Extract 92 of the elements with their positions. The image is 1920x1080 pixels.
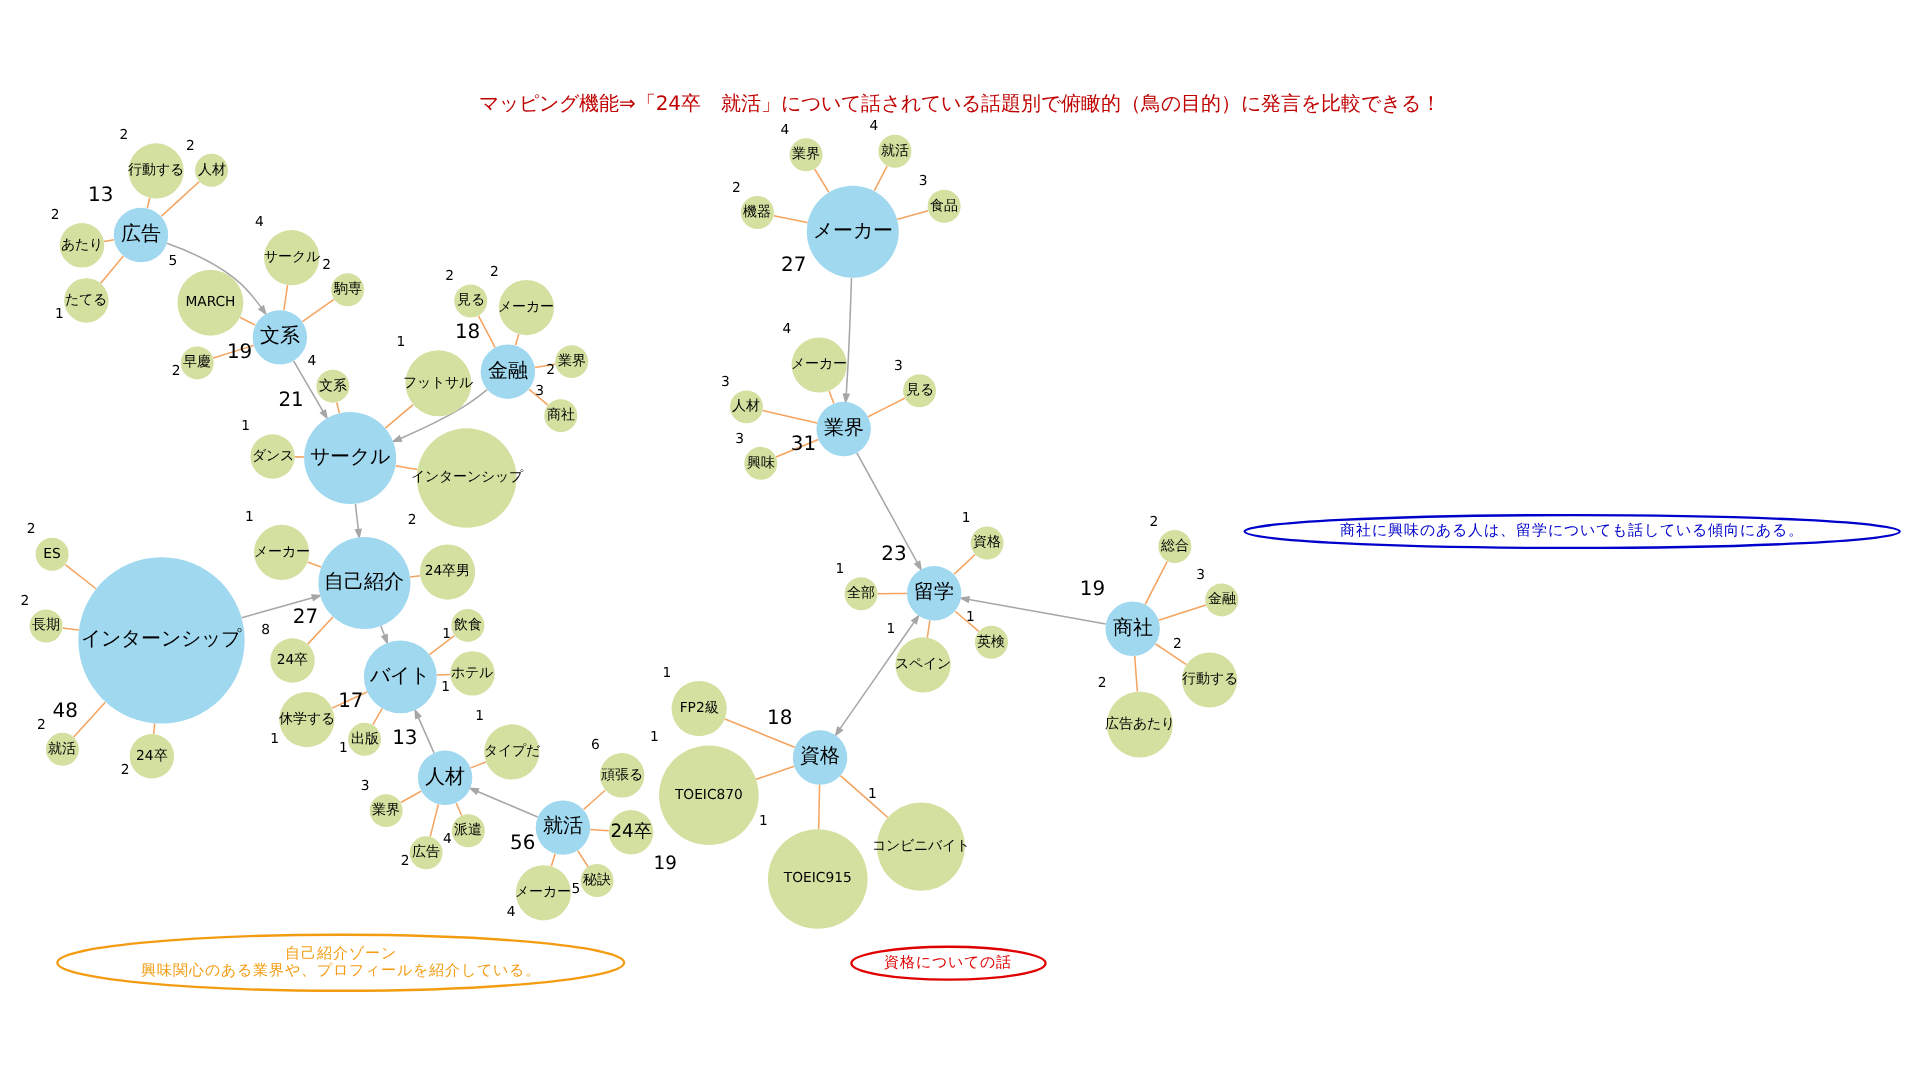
connector bbox=[103, 237, 115, 242]
connector bbox=[469, 760, 487, 768]
connector bbox=[294, 455, 305, 457]
connector bbox=[954, 609, 980, 632]
connector bbox=[867, 396, 906, 417]
node-circle: 24卒 bbox=[608, 809, 654, 854]
connector bbox=[724, 717, 796, 748]
connector bbox=[514, 332, 520, 345]
connector bbox=[152, 721, 156, 734]
connector bbox=[64, 562, 97, 589]
node-circle: 自己紹介 bbox=[318, 536, 411, 629]
arrow bbox=[856, 451, 923, 571]
connector bbox=[873, 164, 888, 191]
connector bbox=[1154, 642, 1188, 665]
connector bbox=[582, 788, 606, 810]
arrow bbox=[292, 359, 329, 420]
connector bbox=[239, 315, 257, 325]
node-circle: 人材 bbox=[417, 749, 473, 805]
node-label: 27 bbox=[292, 605, 319, 628]
arrow bbox=[380, 624, 389, 644]
connector bbox=[1157, 603, 1207, 621]
arrow bbox=[240, 593, 323, 618]
diagram-title: マッピング機能⇒「24卒 就活」について話されている話題別で俯瞰的（鳥の目的）に発言を比較できる！ bbox=[478, 93, 1442, 116]
node-circle: 業界 bbox=[816, 400, 871, 456]
connector bbox=[953, 552, 976, 575]
connector bbox=[306, 560, 322, 567]
connector bbox=[212, 343, 255, 358]
connector bbox=[99, 254, 125, 284]
node-circle: 金融 bbox=[480, 343, 536, 398]
connector bbox=[372, 706, 383, 725]
connector bbox=[926, 618, 931, 638]
connector bbox=[336, 400, 341, 413]
connector bbox=[61, 626, 80, 630]
connector bbox=[477, 314, 496, 348]
node-label: 48 bbox=[52, 700, 78, 723]
connector bbox=[1133, 654, 1139, 692]
node-circle: バイト bbox=[363, 639, 437, 713]
arrow bbox=[354, 502, 362, 539]
connector bbox=[772, 214, 809, 223]
connector bbox=[409, 573, 421, 577]
arrow bbox=[391, 387, 488, 442]
connector bbox=[400, 789, 422, 803]
connector bbox=[429, 802, 440, 837]
node-label: 21 bbox=[278, 388, 304, 411]
node-circle: インターンシップ bbox=[78, 556, 245, 723]
connector bbox=[384, 402, 414, 428]
node-circle: 留学 bbox=[906, 565, 962, 620]
node-circle: サークル bbox=[304, 410, 397, 503]
connector bbox=[814, 167, 830, 193]
connector bbox=[896, 208, 929, 220]
node-label: 19 bbox=[653, 852, 677, 875]
connector bbox=[283, 283, 289, 311]
node-label: 18 bbox=[767, 707, 793, 730]
connector bbox=[394, 463, 419, 470]
node-label: 19 bbox=[1079, 578, 1106, 601]
connector bbox=[761, 408, 818, 423]
connector bbox=[528, 387, 549, 405]
node-label: 18 bbox=[454, 321, 481, 344]
connector bbox=[828, 389, 835, 404]
arrow bbox=[166, 241, 268, 315]
connector bbox=[72, 700, 107, 737]
node-circle: メーカー bbox=[806, 184, 899, 277]
connector bbox=[755, 764, 795, 779]
node-label: 56 bbox=[509, 831, 536, 854]
connector bbox=[436, 672, 451, 675]
node-circle: 商社 bbox=[1105, 600, 1160, 655]
node-circle: 広告 bbox=[113, 206, 169, 262]
node-circle: 資格 bbox=[792, 729, 848, 784]
connector bbox=[160, 179, 201, 217]
node-label: 13 bbox=[392, 727, 418, 750]
node-label: 23 bbox=[881, 542, 907, 565]
node-circle: 就活 bbox=[535, 799, 591, 854]
connector bbox=[817, 783, 821, 829]
arrow bbox=[958, 594, 1107, 624]
connector bbox=[577, 848, 589, 867]
arrow bbox=[842, 276, 853, 404]
connector bbox=[839, 773, 889, 818]
connector bbox=[589, 827, 610, 831]
connector bbox=[1144, 559, 1169, 605]
node-label: 27 bbox=[781, 254, 807, 277]
connector bbox=[428, 633, 456, 655]
node-label: 13 bbox=[88, 184, 114, 207]
node-label: 19 bbox=[226, 341, 253, 364]
arrow bbox=[834, 612, 920, 736]
connector bbox=[455, 801, 463, 816]
node-circle: 文系 bbox=[252, 309, 308, 364]
arrow bbox=[468, 786, 539, 817]
connector bbox=[301, 297, 335, 322]
arrow bbox=[414, 707, 435, 753]
connector bbox=[876, 591, 908, 594]
connector bbox=[550, 852, 556, 866]
connector bbox=[307, 615, 334, 644]
